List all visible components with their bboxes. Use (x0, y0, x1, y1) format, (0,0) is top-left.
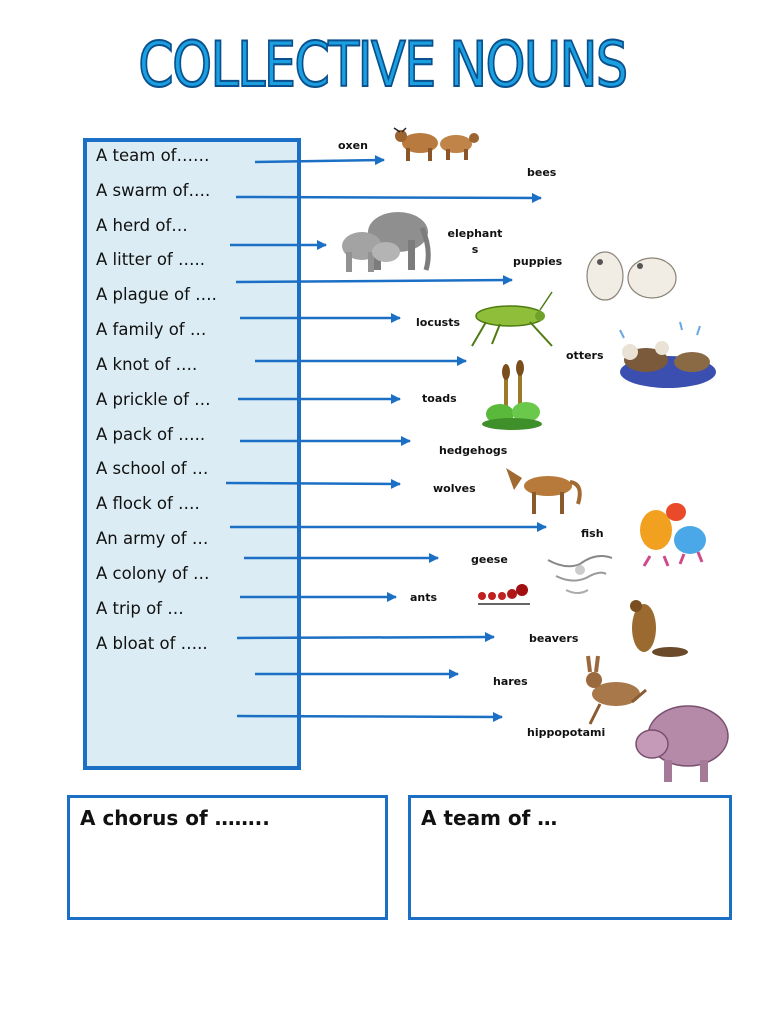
phrase-item: A bloat of ….. (96, 634, 208, 653)
phrase-item: A plague of …. (96, 285, 217, 304)
animal-label-locusts: locusts (416, 316, 461, 329)
arrow (236, 632, 495, 643)
animal-label-hippopotami: hippopotami (527, 726, 606, 739)
animal-label-toads: toads (422, 392, 457, 405)
animal-label-bees: bees (527, 166, 557, 179)
animal-label-hares: hares (493, 675, 528, 688)
animal-label-otters: otters (566, 349, 604, 362)
fish-icon (640, 503, 706, 567)
phrase-item: A herd of… (96, 216, 188, 235)
arrow (236, 711, 503, 722)
phrase-item: A trip of … (96, 599, 184, 618)
animal-label-hedgehogs: hedgehogs (439, 444, 508, 457)
phrase-item: A swarm of…. (96, 181, 211, 200)
animal-label-elephants: elephant s (447, 226, 503, 258)
arrow (235, 275, 513, 286)
elephants-icon (342, 212, 431, 272)
team-box: A team of … (408, 795, 732, 920)
animal-label-elephants-line2: s (471, 243, 479, 256)
animal-label-beavers: beavers (529, 632, 579, 645)
arrow (235, 192, 542, 203)
chorus-label: A chorus of …….. (80, 806, 270, 830)
beaver-icon (630, 600, 688, 657)
otters-icon (619, 321, 716, 388)
team-label: A team of … (421, 806, 558, 830)
arrow (225, 478, 401, 489)
ants-icon (478, 584, 530, 605)
animal-label-geese: geese (471, 553, 508, 566)
arrows (225, 155, 547, 722)
arrow (254, 155, 385, 166)
toads-icon (482, 360, 542, 430)
phrase-item: A pack of ….. (96, 425, 206, 444)
hippo-icon (635, 705, 729, 782)
phrase-item: A prickle of … (96, 390, 211, 409)
animal-label-ants: ants (410, 591, 438, 604)
geese-icon (547, 555, 613, 594)
page-title: COLLECTIVE NOUNS (137, 27, 629, 102)
wolf-icon (506, 468, 582, 514)
phrase-item: A family of … (96, 320, 207, 339)
phrase-item: A team of…… (96, 146, 210, 165)
animal-label-wolves: wolves (433, 482, 476, 495)
phrase-panel (83, 138, 301, 770)
phrase-item: A knot of …. (96, 355, 198, 374)
phrase-item: A litter of ….. (96, 250, 205, 269)
animal-label-puppies: puppies (513, 255, 563, 268)
puppies-icon (586, 251, 677, 301)
chorus-box: A chorus of …….. (67, 795, 388, 920)
phrase-item: A school of … (96, 459, 209, 478)
animal-label-oxen: oxen (338, 139, 368, 152)
hare-icon (586, 655, 647, 725)
oxen-icon (393, 127, 479, 161)
animal-label-fish: fish (581, 527, 604, 540)
phrase-item: An army of … (96, 529, 209, 548)
phrase-item: A colony of … (96, 564, 210, 583)
phrase-item: A flock of …. (96, 494, 200, 513)
grasshopper-icon (471, 291, 553, 347)
animal-label-elephants-line1: elephant (447, 227, 503, 240)
